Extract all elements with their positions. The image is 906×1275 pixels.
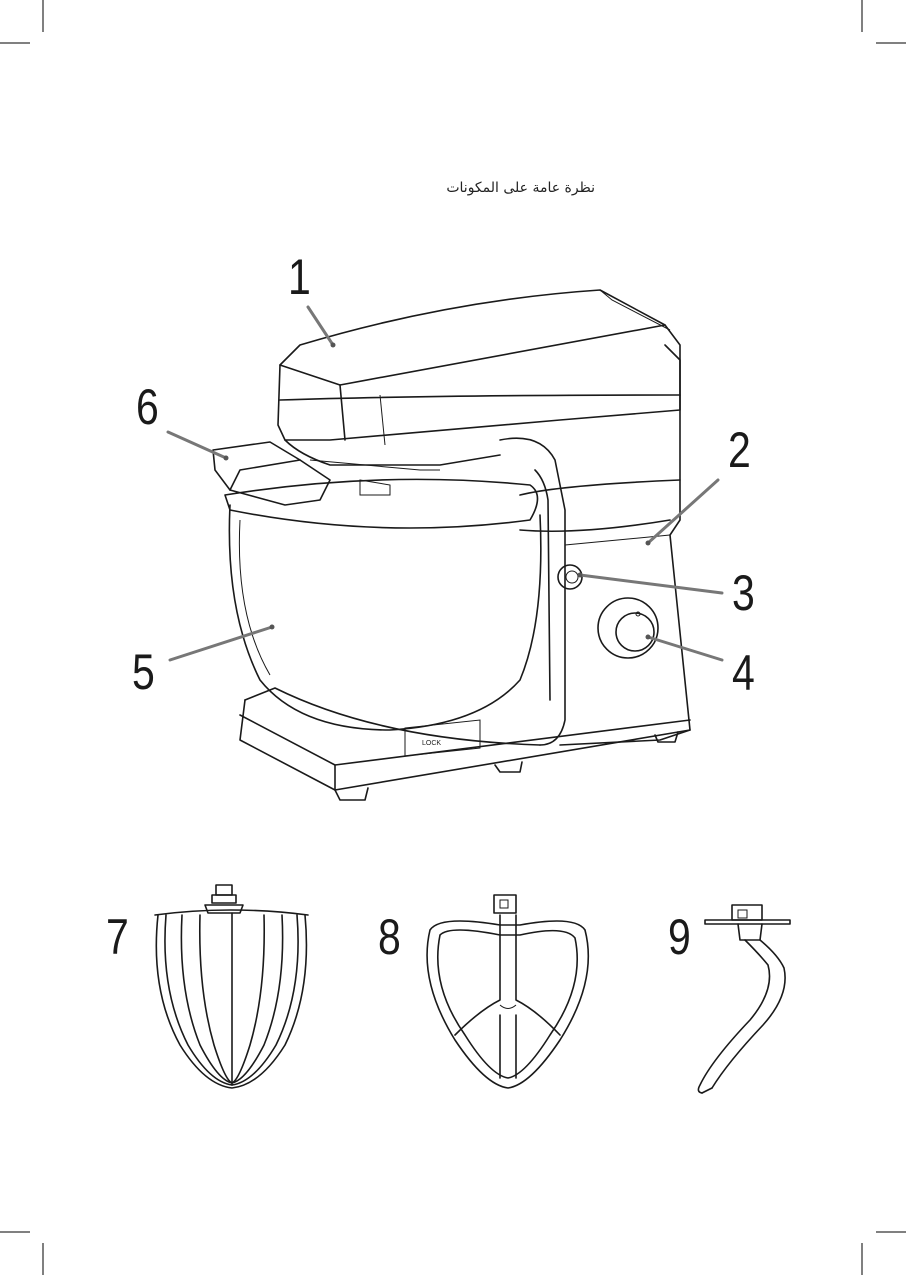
balloon-whisk — [155, 885, 308, 1088]
callout-5: 5 — [132, 647, 155, 697]
leader-dot-1 — [331, 343, 336, 348]
callout-6: 6 — [136, 382, 159, 432]
leader-line-4 — [648, 637, 722, 660]
leader-dot-2 — [646, 541, 651, 546]
leader-dot-6 — [224, 456, 229, 461]
callout-1: 1 — [288, 252, 311, 302]
callout-3: 3 — [732, 568, 755, 618]
dough-hook — [698, 905, 790, 1093]
leader-line-3 — [580, 575, 722, 593]
callout-2: 2 — [728, 425, 751, 475]
lock-label: LOCK — [422, 740, 441, 747]
body-column — [500, 345, 690, 745]
flat-beater — [427, 895, 588, 1088]
callout-9: 9 — [668, 912, 691, 962]
motor-head — [278, 290, 680, 465]
leader-line-6 — [168, 432, 226, 458]
mixer-base — [240, 688, 690, 800]
callout-7: 7 — [106, 912, 129, 962]
splash-guard — [213, 442, 440, 505]
leader-line-5 — [170, 627, 272, 660]
callout-4: 4 — [732, 648, 755, 698]
leader-line-2 — [648, 480, 718, 543]
leader-dot-4 — [646, 635, 651, 640]
mixing-bowl — [225, 479, 541, 730]
leader-dot-3 — [578, 573, 583, 578]
leader-dot-5 — [270, 625, 275, 630]
callout-8: 8 — [378, 912, 401, 962]
